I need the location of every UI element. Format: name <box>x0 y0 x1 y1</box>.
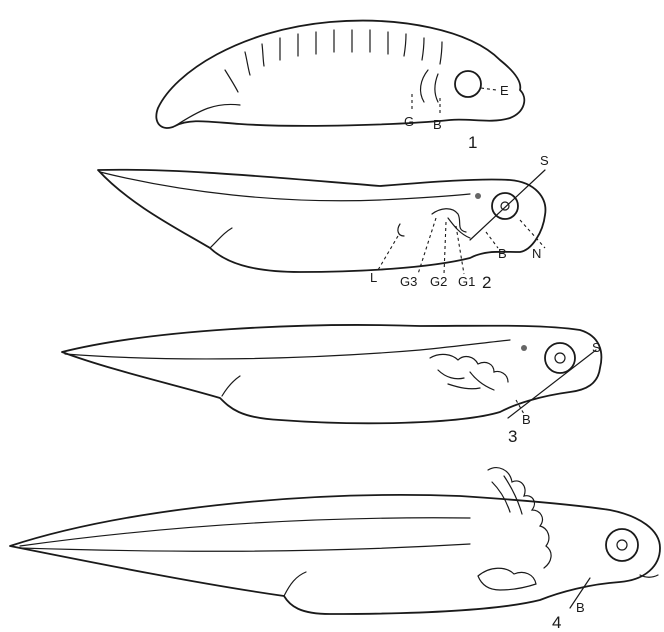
stage-4-tadpole: B 4 <box>10 468 660 632</box>
stage-3-eye-inner <box>555 353 565 363</box>
stage-2-fin-line <box>100 172 470 201</box>
stage-2-label-b: B <box>498 246 507 261</box>
stage-4-label-b: B <box>576 600 585 615</box>
stage-2-label-g3: G3 <box>400 274 417 289</box>
stage-2-label-n: N <box>532 246 541 261</box>
stage-4-tail-base <box>284 572 306 596</box>
stage-3-label-s: S <box>592 340 601 355</box>
stage-4-eye-outer <box>606 529 638 561</box>
stage-2-leader-g2 <box>444 222 446 274</box>
stage-2-leader-l <box>378 236 398 270</box>
stage-4-eye-inner <box>617 540 627 550</box>
stage-1-embryo: G B E 1 <box>156 21 524 152</box>
stage-2-leader-b <box>486 232 498 248</box>
stage-2-body-outline <box>98 170 545 272</box>
stage-4-number: 4 <box>552 613 561 632</box>
stage-2-tail-base <box>210 228 232 248</box>
stage-4-upper-gill <box>488 468 551 568</box>
stage-2-eye-inner <box>501 202 509 210</box>
stage-3-number: 3 <box>508 427 517 446</box>
stage-3-eye-outer <box>545 343 575 373</box>
stage-3-gills <box>430 354 508 390</box>
stage-4-lower-gill <box>478 568 536 590</box>
stage-1-gill-region <box>421 70 438 102</box>
stage-2-leader-g1 <box>456 226 464 274</box>
stage-2-label-g1: G1 <box>458 274 475 289</box>
stage-1-leader-e <box>481 88 496 90</box>
stage-2-lung-bud <box>398 224 404 236</box>
stage-3-label-b: B <box>522 412 531 427</box>
stage-2-spot <box>475 193 481 199</box>
stage-2-label-s: S <box>540 153 549 168</box>
stage-1-eye <box>455 71 481 97</box>
stage-3-tadpole: S B 3 <box>62 325 601 446</box>
stage-4-fin-line-lower <box>20 544 470 551</box>
stage-2-number: 2 <box>482 273 491 292</box>
stage-1-label-e: E <box>500 83 509 98</box>
stage-1-label-g: G <box>404 114 414 129</box>
stage-2-label-l: L <box>370 270 377 285</box>
stage-1-number: 1 <box>468 133 477 152</box>
stage-3-leader-s <box>508 350 596 418</box>
stage-2-gills <box>432 209 470 238</box>
stage-3-fin-line <box>65 340 510 359</box>
stage-2-tadpole: S B N L G3 G2 G1 2 <box>98 153 549 292</box>
stage-1-label-b: B <box>433 117 442 132</box>
stage-2-label-g2: G2 <box>430 274 447 289</box>
stage-3-tail-base <box>222 376 240 396</box>
stage-4-fin-line-upper <box>20 518 470 546</box>
stage-1-somites <box>225 30 442 92</box>
stage-3-spot <box>521 345 527 351</box>
stage-4-body-outline <box>10 495 660 614</box>
stage-1-body-outline <box>156 21 524 128</box>
